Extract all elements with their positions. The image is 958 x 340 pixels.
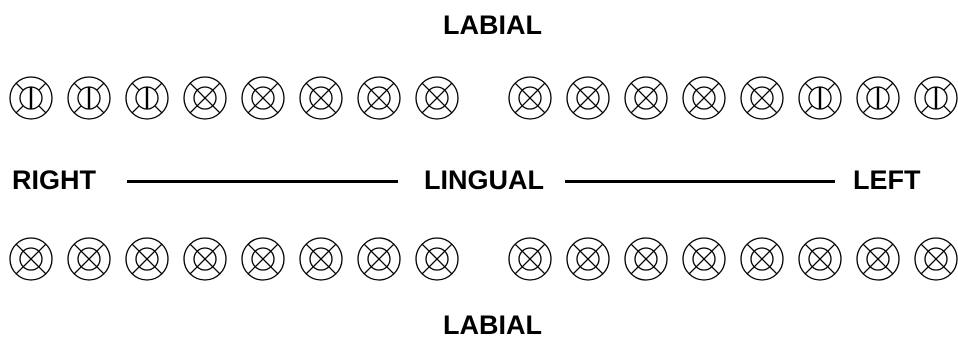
tooth-5[interactable]	[241, 76, 285, 120]
lingual-divider-right	[565, 180, 835, 183]
tooth-31[interactable]	[67, 237, 111, 281]
tooth-8[interactable]	[415, 76, 459, 120]
tooth-24[interactable]	[508, 237, 552, 281]
tooth-9[interactable]	[508, 76, 552, 120]
tooth-7[interactable]	[357, 76, 401, 120]
labial-label-bottom: LABIAL	[443, 310, 542, 340]
tooth-28[interactable]	[241, 237, 285, 281]
tooth-22[interactable]	[624, 237, 668, 281]
tooth-12[interactable]	[682, 76, 726, 120]
tooth-6[interactable]	[299, 76, 343, 120]
tooth-4[interactable]	[183, 76, 227, 120]
tooth-30[interactable]	[125, 237, 169, 281]
tooth-14[interactable]	[798, 76, 842, 120]
lingual-label: LINGUAL	[424, 165, 544, 195]
tooth-25[interactable]	[415, 237, 459, 281]
right-side-label: RIGHT	[12, 165, 96, 195]
tooth-27[interactable]	[299, 237, 343, 281]
lingual-divider-left	[127, 180, 398, 183]
left-side-label: LEFT	[853, 165, 921, 195]
tooth-23[interactable]	[566, 237, 610, 281]
tooth-15[interactable]	[856, 76, 900, 120]
tooth-3[interactable]	[125, 76, 169, 120]
tooth-1[interactable]	[9, 76, 53, 120]
tooth-29[interactable]	[183, 237, 227, 281]
tooth-26[interactable]	[357, 237, 401, 281]
tooth-13[interactable]	[740, 76, 784, 120]
tooth-20[interactable]	[740, 237, 784, 281]
tooth-18[interactable]	[856, 237, 900, 281]
tooth-21[interactable]	[682, 237, 726, 281]
tooth-2[interactable]	[67, 76, 111, 120]
labial-label-top: LABIAL	[443, 10, 542, 40]
tooth-10[interactable]	[566, 76, 610, 120]
tooth-16[interactable]	[914, 76, 958, 120]
tooth-32[interactable]	[9, 237, 53, 281]
tooth-17[interactable]	[914, 237, 958, 281]
tooth-19[interactable]	[798, 237, 842, 281]
tooth-11[interactable]	[624, 76, 668, 120]
